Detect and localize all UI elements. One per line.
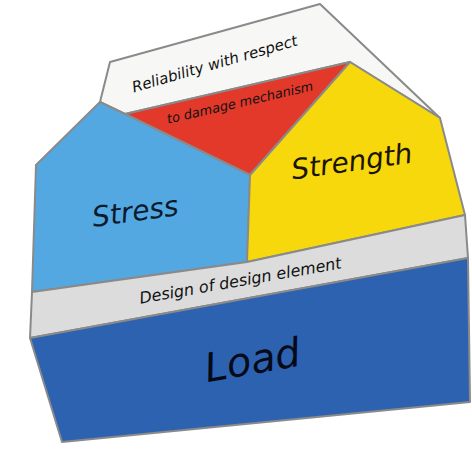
stress-shape <box>32 102 250 292</box>
